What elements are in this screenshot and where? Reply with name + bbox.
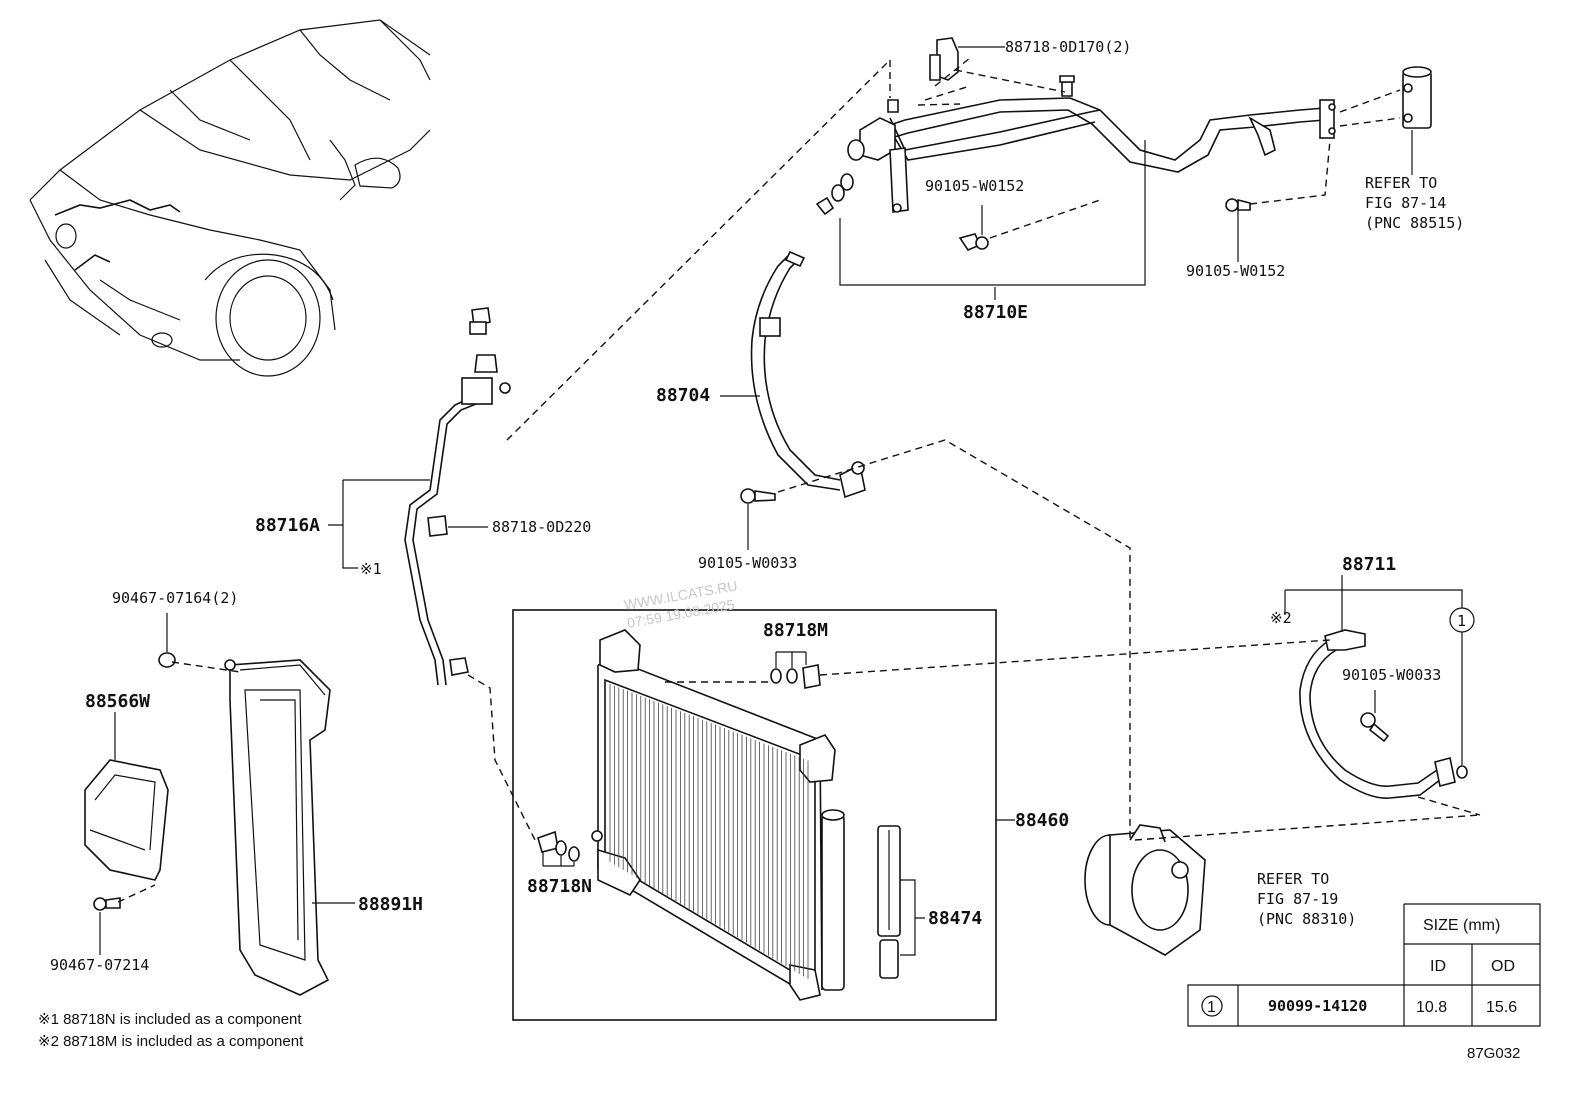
pipe-assembly-88710e — [815, 75, 1336, 216]
label-refer-bot-2: FIG 87-19 — [1257, 890, 1338, 908]
label-refer-bot-3: (PNC 88310) — [1257, 910, 1356, 928]
condenser-fins — [609, 684, 809, 979]
note-1: ※1 88718N is included as a component — [38, 1011, 302, 1028]
seal-88891h — [224, 659, 331, 996]
label-88891h: 88891H — [358, 894, 423, 915]
pipe-88716a — [404, 307, 511, 686]
clamp-88718-0d220 — [427, 515, 448, 537]
label-90105-w0033-b: 90105-W0033 — [1342, 666, 1441, 684]
label-refer-bot-1: REFER TO — [1257, 870, 1329, 888]
table-col-id: ID — [1430, 958, 1446, 975]
bolt-90105-w0033-a — [740, 488, 776, 504]
bolt-90105-w0152-a — [958, 233, 989, 251]
leader-lines — [99, 130, 1463, 956]
label-88460: 88460 — [1015, 810, 1069, 831]
label-90105-w0152-a: 90105-W0152 — [925, 177, 1024, 195]
label-88718m: 88718M — [763, 620, 828, 641]
label-circle-1: 1 — [1457, 612, 1466, 630]
label-88566w: 88566W — [85, 691, 150, 712]
table-row-marker: 1 — [1207, 999, 1216, 1016]
table-col-od: OD — [1491, 958, 1515, 975]
label-mark2: ※2 — [1270, 609, 1292, 627]
table-row-od: 15.6 — [1486, 999, 1517, 1016]
table-row-marker-circle — [1201, 995, 1223, 1017]
figure-code: 87G032 — [1467, 1045, 1520, 1062]
label-mark1: ※1 — [360, 560, 382, 578]
clamp-88718-0d170 — [929, 37, 1005, 81]
clip-90467-07164 — [158, 652, 176, 668]
label-88474: 88474 — [928, 908, 982, 929]
size-table — [1187, 903, 1541, 1027]
hose-88704 — [750, 250, 866, 499]
seal-88566w — [84, 759, 169, 881]
label-refer-top-3: (PNC 88515) — [1365, 214, 1464, 232]
label-90105-w0152-b: 90105-W0152 — [1186, 262, 1285, 280]
bolt-90105-w0152-b — [1225, 198, 1251, 212]
table-row-id: 10.8 — [1416, 999, 1447, 1016]
orings-88718n — [537, 830, 580, 867]
label-90467-07214: 90467-07214 — [50, 956, 149, 974]
note-2: ※2 88718M is included as a component — [38, 1033, 304, 1050]
condenser-assembly-box — [512, 609, 997, 1021]
orings-88718m — [770, 651, 821, 689]
label-90467-07164: 90467-07164(2) — [112, 589, 238, 607]
label-refer-top-1: REFER TO — [1365, 174, 1437, 192]
table-row-part: 90099-14120 — [1268, 997, 1367, 1015]
label-88718-0d220: 88718-0D220 — [492, 518, 591, 536]
label-88718-0d170: 88718-0D170(2) — [1005, 38, 1131, 56]
compressor — [1084, 824, 1206, 956]
vehicle-outline-illustration — [29, 19, 431, 377]
callout-circle-1 — [1449, 607, 1475, 633]
label-88718n: 88718N — [527, 876, 592, 897]
reference-dashed-lines — [117, 57, 1481, 903]
label-refer-top-2: FIG 87-14 — [1365, 194, 1446, 212]
label-88716a: 88716A — [255, 515, 320, 536]
clip-90467-07214 — [93, 897, 121, 911]
label-88711: 88711 — [1342, 554, 1396, 575]
hose-88711 — [1299, 629, 1468, 799]
table-header-size: SIZE (mm) — [1423, 917, 1500, 934]
condenser-88460 — [591, 629, 845, 1001]
expansion-valve — [1402, 66, 1432, 129]
label-88710e: 88710E — [963, 302, 1028, 323]
bolt-90105-w0033-b — [1360, 712, 1390, 743]
label-90105-w0033-a: 90105-W0033 — [698, 554, 797, 572]
desiccant-88474 — [877, 825, 901, 979]
label-88704: 88704 — [656, 385, 710, 406]
